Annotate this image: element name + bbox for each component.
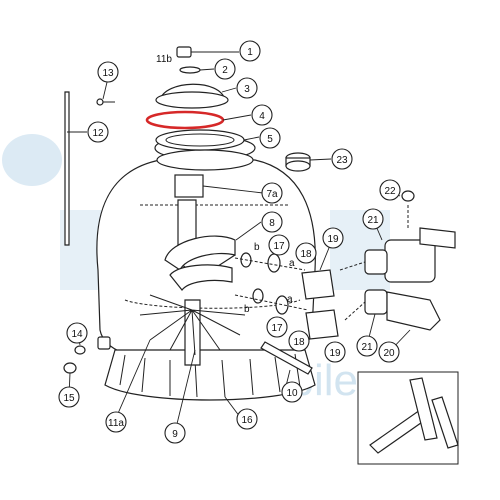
base-stand [104,349,316,401]
callout-15: 15 [58,386,80,408]
svg-text:4: 4 [259,111,265,122]
callout-12: 12 [87,121,109,143]
callout-21-bottom: 21 [356,335,378,357]
callout-19-top: 19 [322,227,344,249]
svg-text:7a: 7a [266,189,278,200]
pressure-gauge [285,152,311,172]
svg-text:21: 21 [367,215,379,226]
letter-a-top: a [289,258,295,269]
svg-text:8: 8 [269,218,275,229]
internal-collector [139,174,246,366]
callout-17-top: 17 [268,234,290,256]
laterals-inset [357,371,459,465]
letter-b-bottom: b [244,304,250,315]
svg-text:18: 18 [300,249,312,260]
callout-21-top: 21 [362,208,384,230]
svg-text:5: 5 [267,134,273,145]
svg-text:21: 21 [361,342,373,353]
callout-16: 16 [236,408,258,430]
svg-text:16: 16 [241,415,253,426]
callout-9: 9 [164,422,186,444]
drain-parts [63,336,313,375]
multiport-valve [339,190,456,331]
callout-3: 3 [236,77,258,99]
callout-18-bottom: 18 [288,330,310,352]
lid-o-ring-highlight [145,110,225,130]
callout-7a: 7a [261,182,283,204]
callout-22: 22 [379,179,401,201]
svg-text:17: 17 [273,241,285,252]
svg-text:11a: 11a [108,418,124,429]
svg-text:12: 12 [92,128,104,139]
lid-assembly [145,46,245,151]
svg-text:17: 17 [271,323,283,334]
svg-text:20: 20 [383,348,395,359]
callout-23: 23 [331,148,353,170]
callout-8: 8 [261,211,283,233]
letter-b-top: b [254,242,260,253]
callout-11b: 11b [156,54,172,65]
svg-text:22: 22 [384,186,396,197]
svg-text:15: 15 [63,393,75,404]
rod-and-screw [64,91,115,246]
callout-17-bottom: 17 [266,316,288,338]
callout-14: 14 [66,322,88,344]
svg-text:23: 23 [336,155,348,166]
union-fittings [234,252,339,340]
svg-text:1: 1 [247,47,253,58]
svg-text:19: 19 [327,234,339,245]
callout-11a: 11a [105,411,127,433]
callout-20: 20 [378,341,400,363]
svg-text:18: 18 [293,337,305,348]
callout-1: 1 [239,40,261,62]
svg-text:11b: 11b [156,54,172,65]
letter-a-bottom: a [287,294,293,305]
callout-10: 10 [281,381,303,403]
callout-13: 13 [97,61,119,83]
callout-5: 5 [259,127,281,149]
svg-text:14: 14 [71,329,83,340]
callout-19-bottom: 19 [324,341,346,363]
svg-text:19: 19 [329,348,341,359]
callout-4: 4 [251,104,273,126]
svg-text:9: 9 [172,429,178,440]
callout-2: 2 [214,58,236,80]
svg-text:13: 13 [102,68,114,79]
svg-text:3: 3 [244,84,250,95]
svg-text:2: 2 [222,65,228,76]
svg-text:10: 10 [286,388,298,399]
callout-18-top: 18 [295,242,317,264]
